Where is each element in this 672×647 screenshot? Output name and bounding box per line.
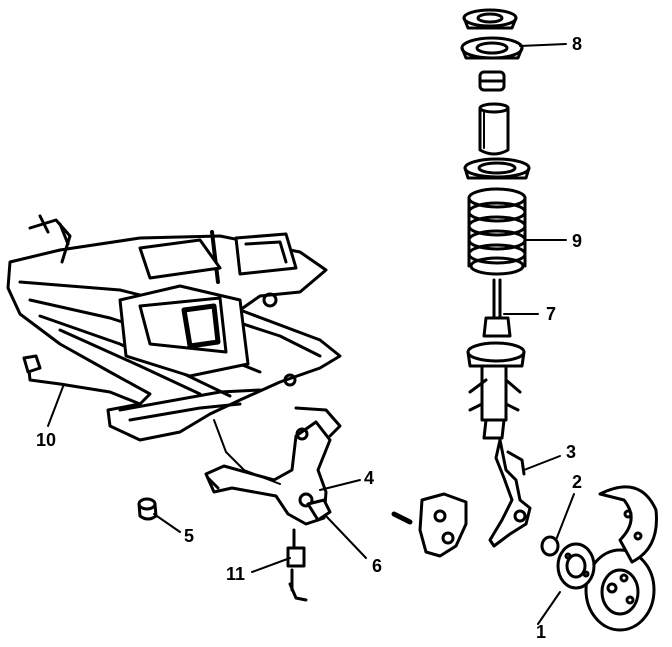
coil-spring bbox=[467, 187, 527, 276]
upper-strut-mount bbox=[460, 8, 524, 60]
strut-assembly bbox=[466, 278, 526, 440]
stabilizer-bar bbox=[22, 354, 142, 406]
callout-5: 5 bbox=[184, 526, 194, 546]
brake-caliper bbox=[391, 492, 468, 558]
bushing bbox=[137, 497, 158, 521]
callout-4: 4 bbox=[364, 468, 374, 488]
leader-lines bbox=[47, 43, 575, 625]
jounce-bumper bbox=[478, 102, 510, 156]
callout-11: 11 bbox=[226, 564, 245, 584]
callout-7: 7 bbox=[546, 304, 556, 324]
callout-10: 10 bbox=[36, 430, 56, 450]
callout-9: 9 bbox=[572, 231, 582, 251]
callout-1: 1 bbox=[536, 622, 546, 642]
bearing bbox=[478, 70, 506, 92]
steering-knuckle bbox=[488, 438, 532, 548]
callout-2: 2 bbox=[572, 472, 582, 492]
lower-control-arm bbox=[204, 406, 342, 526]
upper-spring-seat bbox=[463, 157, 531, 180]
callout-3: 3 bbox=[566, 442, 576, 462]
engine-cradle bbox=[6, 214, 342, 442]
splash-shield bbox=[598, 485, 658, 564]
stabilizer-link bbox=[286, 528, 308, 602]
ball-joint bbox=[306, 498, 332, 522]
callout-6: 6 bbox=[372, 556, 382, 576]
hub-and-rotor bbox=[556, 542, 656, 632]
wheel-bearing-nut bbox=[540, 535, 560, 557]
callout-8: 8 bbox=[572, 34, 582, 54]
